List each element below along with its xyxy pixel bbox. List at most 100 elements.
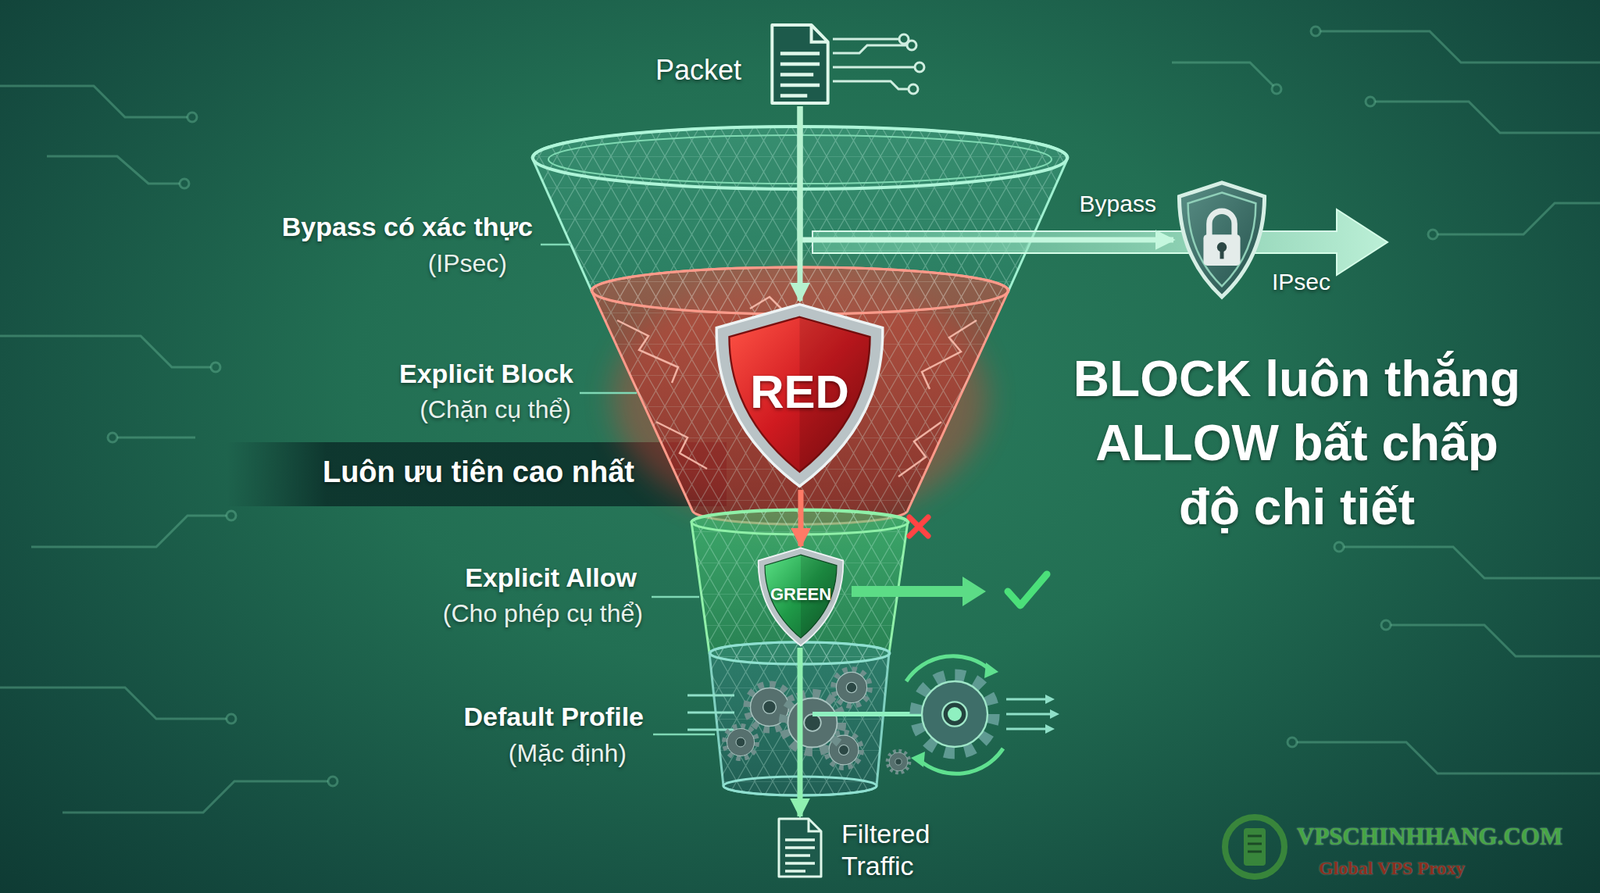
packet-wires bbox=[832, 34, 925, 94]
circuit-traces bbox=[1365, 96, 1375, 107]
watermark-logo bbox=[1247, 835, 1262, 852]
document-icon bbox=[808, 818, 822, 832]
layer-sublabel: (IPsec) bbox=[428, 248, 508, 279]
document-icon bbox=[778, 818, 822, 877]
funnel-layers bbox=[591, 267, 1009, 525]
document-icon bbox=[775, 816, 825, 879]
ipsec-lock-shield: BypassIPsec bbox=[1173, 178, 1271, 301]
leader-lines bbox=[651, 596, 700, 599]
flow-arrow bbox=[797, 106, 804, 301]
layer-label: Bypass có xác thực bbox=[282, 210, 533, 243]
circuit-traces bbox=[0, 335, 211, 368]
allow-shield: GREEN bbox=[754, 546, 847, 648]
funnel-layers bbox=[591, 267, 1009, 525]
circuit-traces bbox=[187, 112, 197, 122]
watermark-sub: Global VPS Proxy bbox=[1318, 857, 1465, 880]
circuit-traces bbox=[1381, 620, 1391, 630]
watermark-logo bbox=[1243, 828, 1266, 866]
block-x bbox=[909, 517, 929, 536]
packet-wires bbox=[832, 81, 908, 90]
lock-shield bbox=[1173, 178, 1271, 301]
gears bbox=[917, 676, 993, 752]
gears bbox=[834, 670, 870, 706]
circuit-traces bbox=[1390, 625, 1600, 657]
lightning bbox=[656, 421, 708, 469]
lock-shield bbox=[1220, 249, 1225, 259]
circuit-traces bbox=[62, 781, 329, 813]
document-icon bbox=[780, 53, 820, 97]
circuit-traces bbox=[179, 178, 190, 189]
red-shield bbox=[716, 304, 883, 487]
document-icon bbox=[811, 25, 829, 43]
circuit-traces bbox=[226, 510, 236, 521]
circuit-traces bbox=[117, 436, 196, 440]
lightning bbox=[617, 320, 679, 383]
circuit-traces bbox=[0, 687, 227, 719]
leader-lines bbox=[540, 243, 572, 247]
layer-label: Default Profile bbox=[464, 700, 644, 733]
packet-wires bbox=[832, 66, 915, 69]
green-shield bbox=[764, 554, 837, 638]
watermark-logo bbox=[1225, 817, 1285, 877]
check-mark bbox=[1007, 574, 1047, 606]
allow-arrow bbox=[851, 576, 986, 607]
leader-lines bbox=[653, 733, 715, 736]
circuit-traces bbox=[1287, 737, 1297, 747]
circuit-traces bbox=[46, 156, 180, 184]
gears bbox=[1045, 694, 1060, 734]
output-label: Filtered Traffic bbox=[841, 817, 975, 883]
gears bbox=[784, 694, 841, 751]
packet-wires bbox=[908, 84, 918, 94]
priority-note: Luôn ưu tiên cao nhất bbox=[322, 454, 635, 491]
red-shield bbox=[728, 317, 870, 472]
ipsec-label: IPsec bbox=[1271, 267, 1331, 297]
gears bbox=[984, 662, 999, 679]
gears bbox=[725, 726, 757, 758]
lock-shield bbox=[1188, 192, 1257, 286]
gears bbox=[947, 707, 962, 722]
lightning bbox=[750, 296, 782, 309]
circuit-traces bbox=[1310, 26, 1321, 36]
layer-sublabel: (Cho phép cụ thể) bbox=[442, 598, 643, 629]
circuit-traces bbox=[210, 362, 221, 372]
packet-wires bbox=[832, 45, 907, 54]
circuit-traces bbox=[1320, 31, 1600, 63]
gears bbox=[1006, 699, 1050, 729]
circuit-traces bbox=[1171, 62, 1274, 86]
lightning bbox=[921, 320, 977, 390]
packet-label: Packet bbox=[655, 53, 742, 87]
packet-wires bbox=[832, 38, 899, 41]
circuit-traces bbox=[1428, 229, 1438, 240]
circuit-traces bbox=[0, 85, 188, 118]
flow-arrow bbox=[797, 647, 804, 817]
circuit-traces bbox=[226, 714, 236, 724]
circuit-traces bbox=[1334, 542, 1344, 552]
document-icon bbox=[771, 25, 828, 104]
circuit-traces bbox=[328, 776, 338, 786]
circuit-traces bbox=[107, 432, 118, 443]
watermark-logo bbox=[1225, 817, 1285, 877]
lock-shield bbox=[1178, 182, 1265, 297]
lock-shield bbox=[1209, 210, 1235, 236]
leader-lines bbox=[579, 392, 637, 395]
lightning bbox=[898, 421, 942, 477]
document-icon bbox=[767, 21, 833, 107]
circuit-traces bbox=[1271, 84, 1282, 94]
layer-sublabel: (Mặc định) bbox=[508, 738, 627, 768]
packet-wires bbox=[907, 40, 917, 50]
gears bbox=[687, 656, 1060, 775]
circuit-traces bbox=[1343, 546, 1600, 579]
layer-label: Explicit Allow bbox=[464, 561, 637, 594]
packet-wires bbox=[914, 62, 925, 72]
flow-arrow bbox=[800, 106, 1174, 240]
gears bbox=[887, 750, 909, 772]
shield-text: RED bbox=[750, 364, 850, 421]
packet-icon: Packet bbox=[767, 21, 833, 107]
lock-shield bbox=[1203, 234, 1240, 266]
lightning bbox=[617, 296, 977, 477]
shield-text: GREEN bbox=[770, 584, 832, 605]
circuit-traces bbox=[1296, 742, 1600, 774]
circuit-traces bbox=[1437, 203, 1600, 235]
